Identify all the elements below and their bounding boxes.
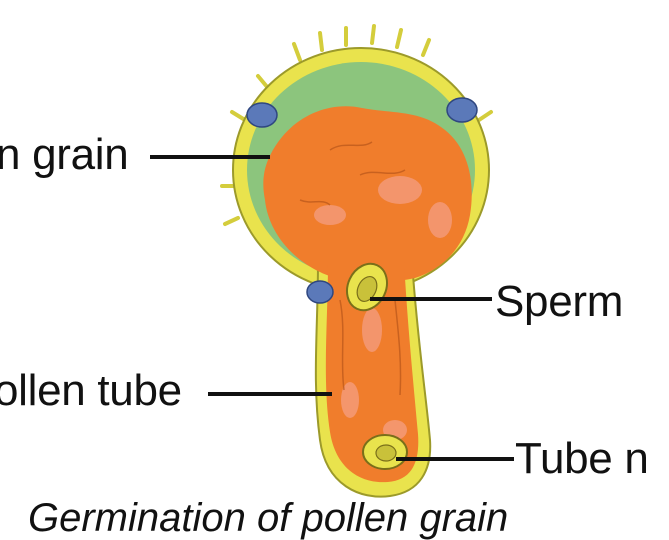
label-sperm: Sperm [495,277,624,326]
leader-sperm [370,297,492,301]
figure-caption: Germination of pollen grain [28,496,509,540]
diagram-canvas: n grain Sperm ollen tube Tube n Germinat… [0,24,649,538]
cytoplasm-highlights [314,176,452,440]
cytoplasm-texture [299,141,406,396]
exine-spines [220,24,493,226]
tube-nucleus [362,434,408,470]
leader-pollen-grain [150,155,270,159]
pollen-germination-illustration [220,24,493,498]
label-tube-nucleus: Tube n [515,434,649,483]
label-pollen-grain: n grain [0,130,129,179]
germ-pore-left [246,102,278,128]
germ-pore-tube [306,280,334,304]
cytoplasm-grain [263,106,472,283]
leader-tube-nucleus [396,457,514,461]
leader-pollen-tube [208,392,332,396]
germ-pore-right [446,97,478,123]
label-pollen-tube: ollen tube [0,366,182,415]
